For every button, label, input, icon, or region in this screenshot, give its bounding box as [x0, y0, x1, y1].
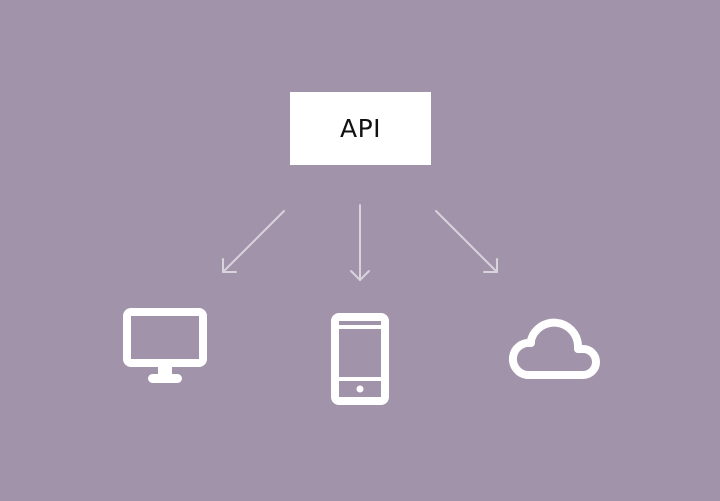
api-node: API [290, 92, 431, 165]
desktop-monitor-icon [123, 308, 207, 383]
cloud-icon [508, 318, 600, 379]
mobile-phone-icon [331, 313, 389, 405]
arrow-to-desktop [222, 210, 285, 273]
api-label: API [339, 114, 382, 143]
arrow-to-cloud [435, 210, 498, 273]
arrow-to-mobile [350, 204, 370, 281]
